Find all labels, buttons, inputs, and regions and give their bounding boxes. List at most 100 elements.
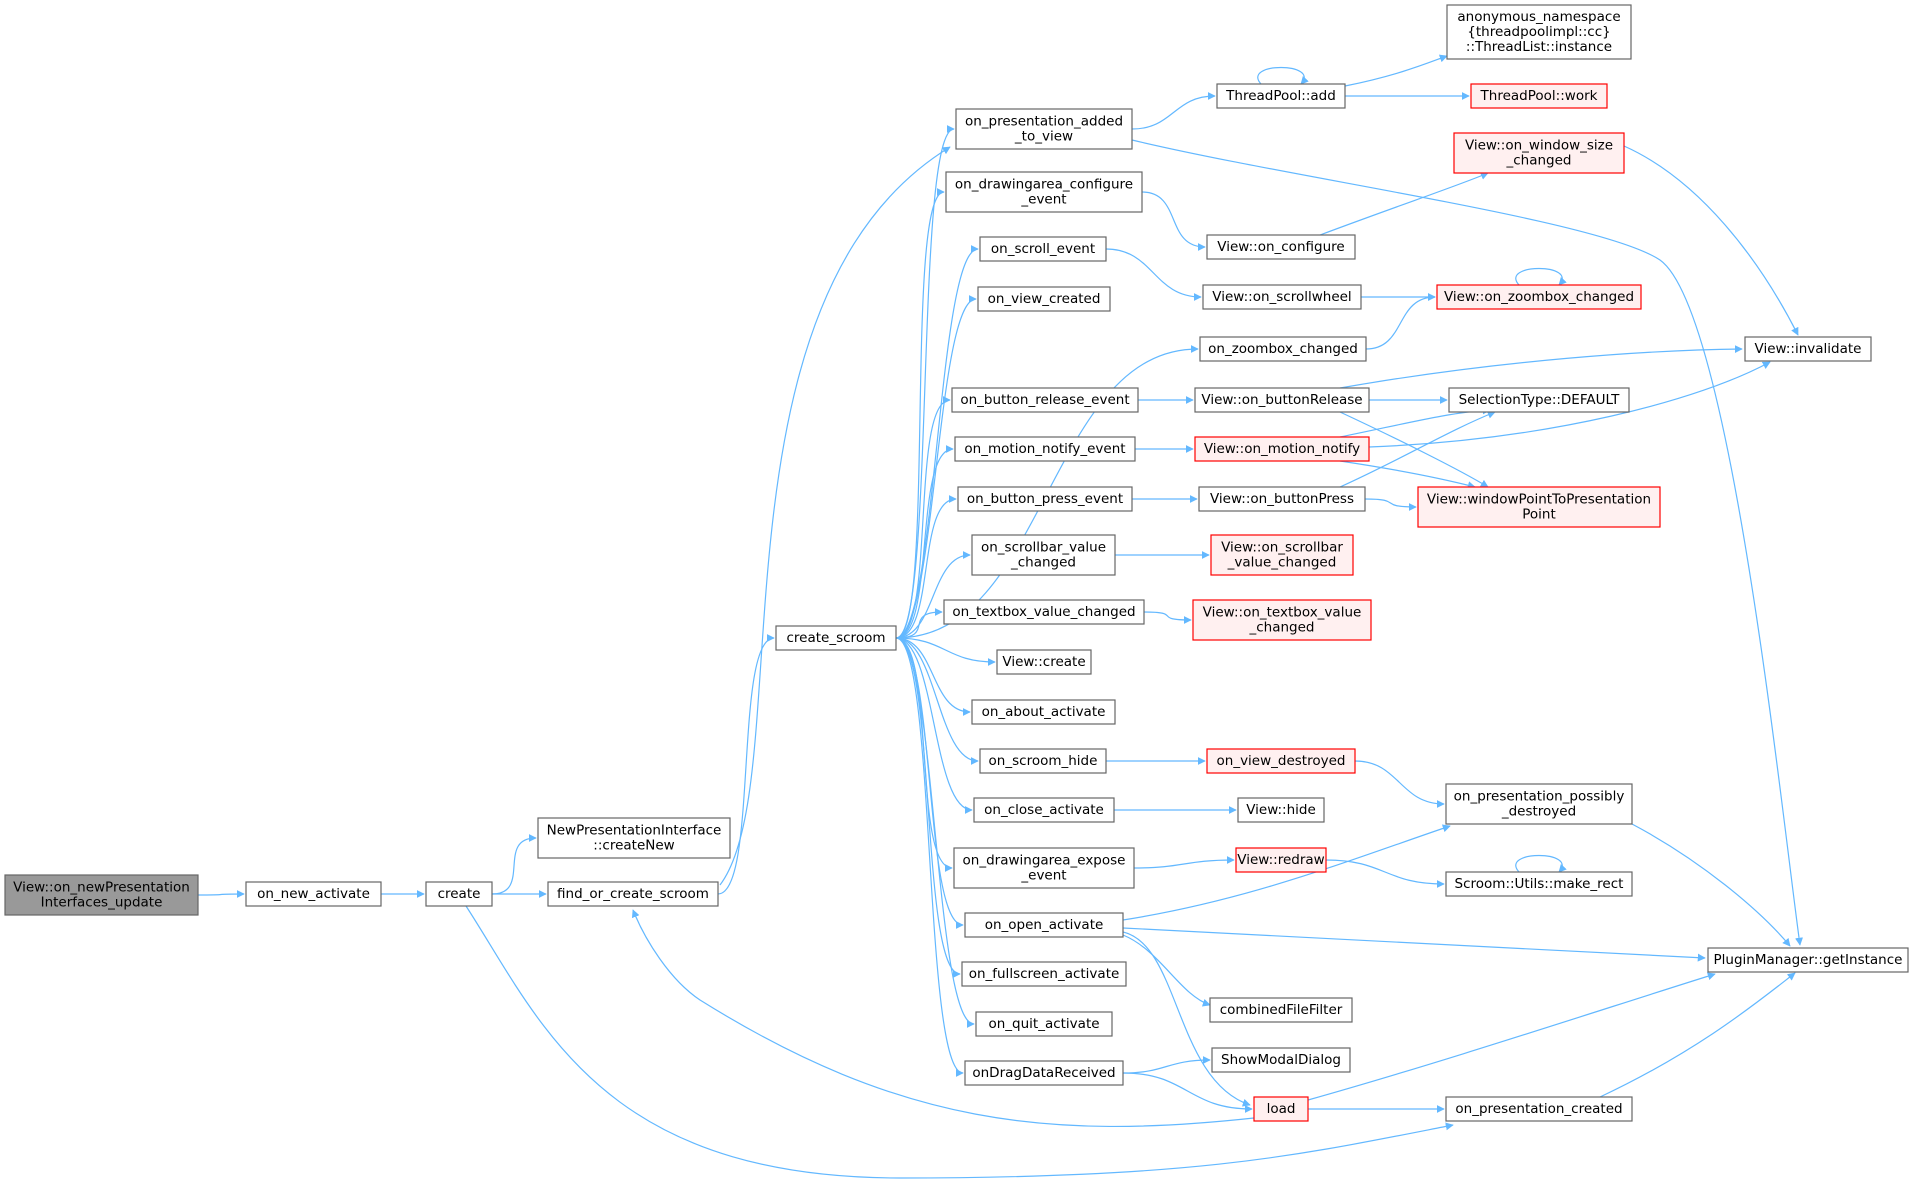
node-on_drawingarea_expose_event[interactable]: on_drawingarea_expose_event bbox=[953, 847, 1135, 889]
edge-find_or_create_scroom-to-on_presentation_added_to_view bbox=[719, 146, 951, 886]
node-box bbox=[943, 599, 1145, 625]
edge-threadpool_add-to-threadpool_add bbox=[1257, 66, 1309, 85]
node-onDragDataReceived[interactable]: onDragDataReceived bbox=[964, 1060, 1124, 1086]
edge-create_scroom-to-on_about_activate bbox=[895, 637, 971, 716]
nodes-layer: View::on_newPresentationInterfaces_updat… bbox=[4, 4, 1909, 1122]
node-on_zoombox_changed[interactable]: on_zoombox_changed bbox=[1199, 336, 1367, 362]
node-threadpool_add[interactable]: ThreadPool::add bbox=[1216, 83, 1346, 109]
node-on_scroom_hide[interactable]: on_scroom_hide bbox=[979, 748, 1107, 774]
node-label: on_new_activate bbox=[257, 886, 370, 902]
edge-view_on_configure-to-view_on_window_size_changed bbox=[1319, 172, 1489, 236]
node-threadpool_work[interactable]: ThreadPool::work bbox=[1470, 83, 1608, 109]
node-on_drawingarea_configure_event[interactable]: on_drawingarea_configure_event bbox=[945, 171, 1143, 213]
node-label: on_open_activate bbox=[985, 917, 1104, 933]
node-ShowModalDialog[interactable]: ShowModalDialog bbox=[1211, 1047, 1351, 1073]
node-threadlist_instance[interactable]: anonymous_namespace{threadpoolimpl::cc}:… bbox=[1446, 4, 1632, 60]
node-on_scrollbar_value_changed[interactable]: on_scrollbar_value_changed bbox=[971, 534, 1116, 576]
edge-view_on_motion_notify-to-view_windowPointToPresentationPoint bbox=[1339, 460, 1476, 490]
edge-load-to-pluginmanager_getinstance bbox=[1307, 972, 1716, 1101]
node-label: Point bbox=[1522, 507, 1556, 523]
node-box bbox=[1417, 486, 1661, 528]
edge-view_on_buttonPress-to-view_windowPointToPresentationPoint bbox=[1364, 498, 1417, 511]
node-view_on_textbox_value_changed[interactable]: View::on_textbox_value_changed bbox=[1192, 599, 1372, 641]
node-npi_createNew[interactable]: NewPresentationInterface::createNew bbox=[537, 817, 731, 859]
node-create_scroom[interactable]: create_scroom bbox=[775, 625, 897, 651]
node-on_view_created[interactable]: on_view_created bbox=[977, 286, 1111, 312]
node-label: View::invalidate bbox=[1755, 341, 1862, 357]
node-label: Interfaces_update bbox=[41, 895, 163, 911]
node-on_fullscreen_activate[interactable]: on_fullscreen_activate bbox=[961, 961, 1127, 987]
node-on_scroll_event[interactable]: on_scroll_event bbox=[979, 236, 1107, 262]
node-box bbox=[1199, 336, 1367, 362]
node-label: _changed bbox=[1010, 555, 1076, 571]
edge-view_on_buttonRelease-to-view_invalidate bbox=[1339, 345, 1743, 389]
node-on_textbox_value_changed[interactable]: on_textbox_value_changed bbox=[943, 599, 1145, 625]
node-box bbox=[1445, 871, 1633, 897]
node-on_quit_activate[interactable]: on_quit_activate bbox=[975, 1011, 1113, 1037]
node-label: _destroyed bbox=[1501, 804, 1576, 820]
node-pluginmanager_getinstance[interactable]: PluginManager::getInstance bbox=[1707, 947, 1909, 973]
edge-scroom_utils_make_rect-to-scroom_utils_make_rect bbox=[1515, 854, 1567, 873]
node-on_close_activate[interactable]: on_close_activate bbox=[973, 797, 1115, 823]
edge-onDragDataReceived-to-ShowModalDialog bbox=[1122, 1056, 1211, 1074]
node-load[interactable]: load bbox=[1253, 1096, 1309, 1122]
node-box bbox=[1210, 534, 1354, 576]
node-view_on_scrollwheel[interactable]: View::on_scrollwheel bbox=[1202, 284, 1362, 310]
node-box bbox=[977, 286, 1111, 312]
node-find_or_create_scroom[interactable]: find_or_create_scroom bbox=[547, 881, 719, 907]
node-box bbox=[1470, 83, 1608, 109]
node-box bbox=[1235, 847, 1327, 873]
node-view_on_scrollbar_value_changed[interactable]: View::on_scrollbar_value_changed bbox=[1210, 534, 1354, 576]
node-box bbox=[1192, 599, 1372, 641]
node-on_new_activate[interactable]: on_new_activate bbox=[245, 881, 382, 907]
node-on_presentation_possibly_destroyed[interactable]: on_presentation_possibly_destroyed bbox=[1445, 783, 1633, 825]
node-create[interactable]: create bbox=[425, 881, 493, 907]
node-label: on_about_activate bbox=[982, 704, 1106, 720]
node-box bbox=[1194, 387, 1370, 413]
edge-create_scroom-to-on_scrollbar_value_changed bbox=[895, 551, 971, 639]
node-view_on_motion_notify[interactable]: View::on_motion_notify bbox=[1194, 436, 1370, 462]
edge-threadpool_add-to-threadlist_instance bbox=[1344, 54, 1448, 87]
node-on_presentation_created[interactable]: on_presentation_created bbox=[1445, 1096, 1633, 1122]
node-label: SelectionType::DEFAULT bbox=[1459, 392, 1621, 408]
node-box bbox=[996, 649, 1092, 675]
node-label: ThreadPool::work bbox=[1480, 88, 1598, 104]
node-box bbox=[1446, 4, 1632, 60]
node-view_on_buttonRelease[interactable]: View::on_buttonRelease bbox=[1194, 387, 1370, 413]
node-view_invalidate[interactable]: View::invalidate bbox=[1744, 336, 1872, 362]
node-view_redraw[interactable]: View::redraw bbox=[1235, 847, 1327, 873]
node-selectiontype_default[interactable]: SelectionType::DEFAULT bbox=[1448, 387, 1630, 413]
edge-on_textbox_value_changed-to-view_on_textbox_value_changed bbox=[1143, 611, 1192, 624]
node-view_on_buttonPress[interactable]: View::on_buttonPress bbox=[1198, 486, 1366, 512]
node-root[interactable]: View::on_newPresentationInterfaces_updat… bbox=[4, 874, 199, 916]
edge-view_on_buttonRelease-to-view_windowPointToPresentationPoint bbox=[1339, 411, 1489, 488]
node-on_presentation_added_to_view[interactable]: on_presentation_added_to_view bbox=[955, 108, 1133, 150]
node-label: on_view_created bbox=[988, 291, 1101, 307]
node-label: on_view_destroyed bbox=[1217, 753, 1346, 769]
edge-load-to-find_or_create_scroom bbox=[631, 909, 1255, 1128]
node-scroom_utils_make_rect[interactable]: Scroom::Utils::make_rect bbox=[1445, 871, 1633, 897]
edge-create_scroom-to-onDragDataReceived bbox=[895, 637, 964, 1077]
node-on_motion_notify_event[interactable]: on_motion_notify_event bbox=[954, 436, 1136, 462]
node-view_create[interactable]: View::create bbox=[996, 649, 1092, 675]
node-combinedFileFilter[interactable]: combinedFileFilter bbox=[1209, 997, 1353, 1023]
node-on_open_activate[interactable]: on_open_activate bbox=[964, 912, 1124, 938]
node-box bbox=[1707, 947, 1909, 973]
node-on_about_activate[interactable]: on_about_activate bbox=[971, 699, 1116, 725]
node-box bbox=[961, 961, 1127, 987]
node-box bbox=[979, 748, 1107, 774]
node-view_hide[interactable]: View::hide bbox=[1237, 797, 1325, 823]
node-on_button_press_event[interactable]: on_button_press_event bbox=[957, 486, 1133, 512]
node-view_on_window_size_changed[interactable]: View::on_window_size_changed bbox=[1453, 132, 1625, 174]
node-label: View::on_buttonPress bbox=[1210, 491, 1354, 507]
node-label: on_button_release_event bbox=[960, 392, 1129, 408]
edge-create_scroom-to-on_fullscreen_activate bbox=[895, 637, 961, 978]
node-on_button_release_event[interactable]: on_button_release_event bbox=[951, 387, 1139, 413]
node-view_on_configure[interactable]: View::on_configure bbox=[1206, 234, 1356, 260]
node-on_view_destroyed[interactable]: on_view_destroyed bbox=[1206, 748, 1356, 774]
node-label: on_close_activate bbox=[984, 802, 1104, 818]
edge-on_presentation_possibly_destroyed-to-pluginmanager_getinstance bbox=[1631, 823, 1791, 947]
node-view_on_zoombox_changed[interactable]: View::on_zoombox_changed bbox=[1436, 284, 1642, 310]
